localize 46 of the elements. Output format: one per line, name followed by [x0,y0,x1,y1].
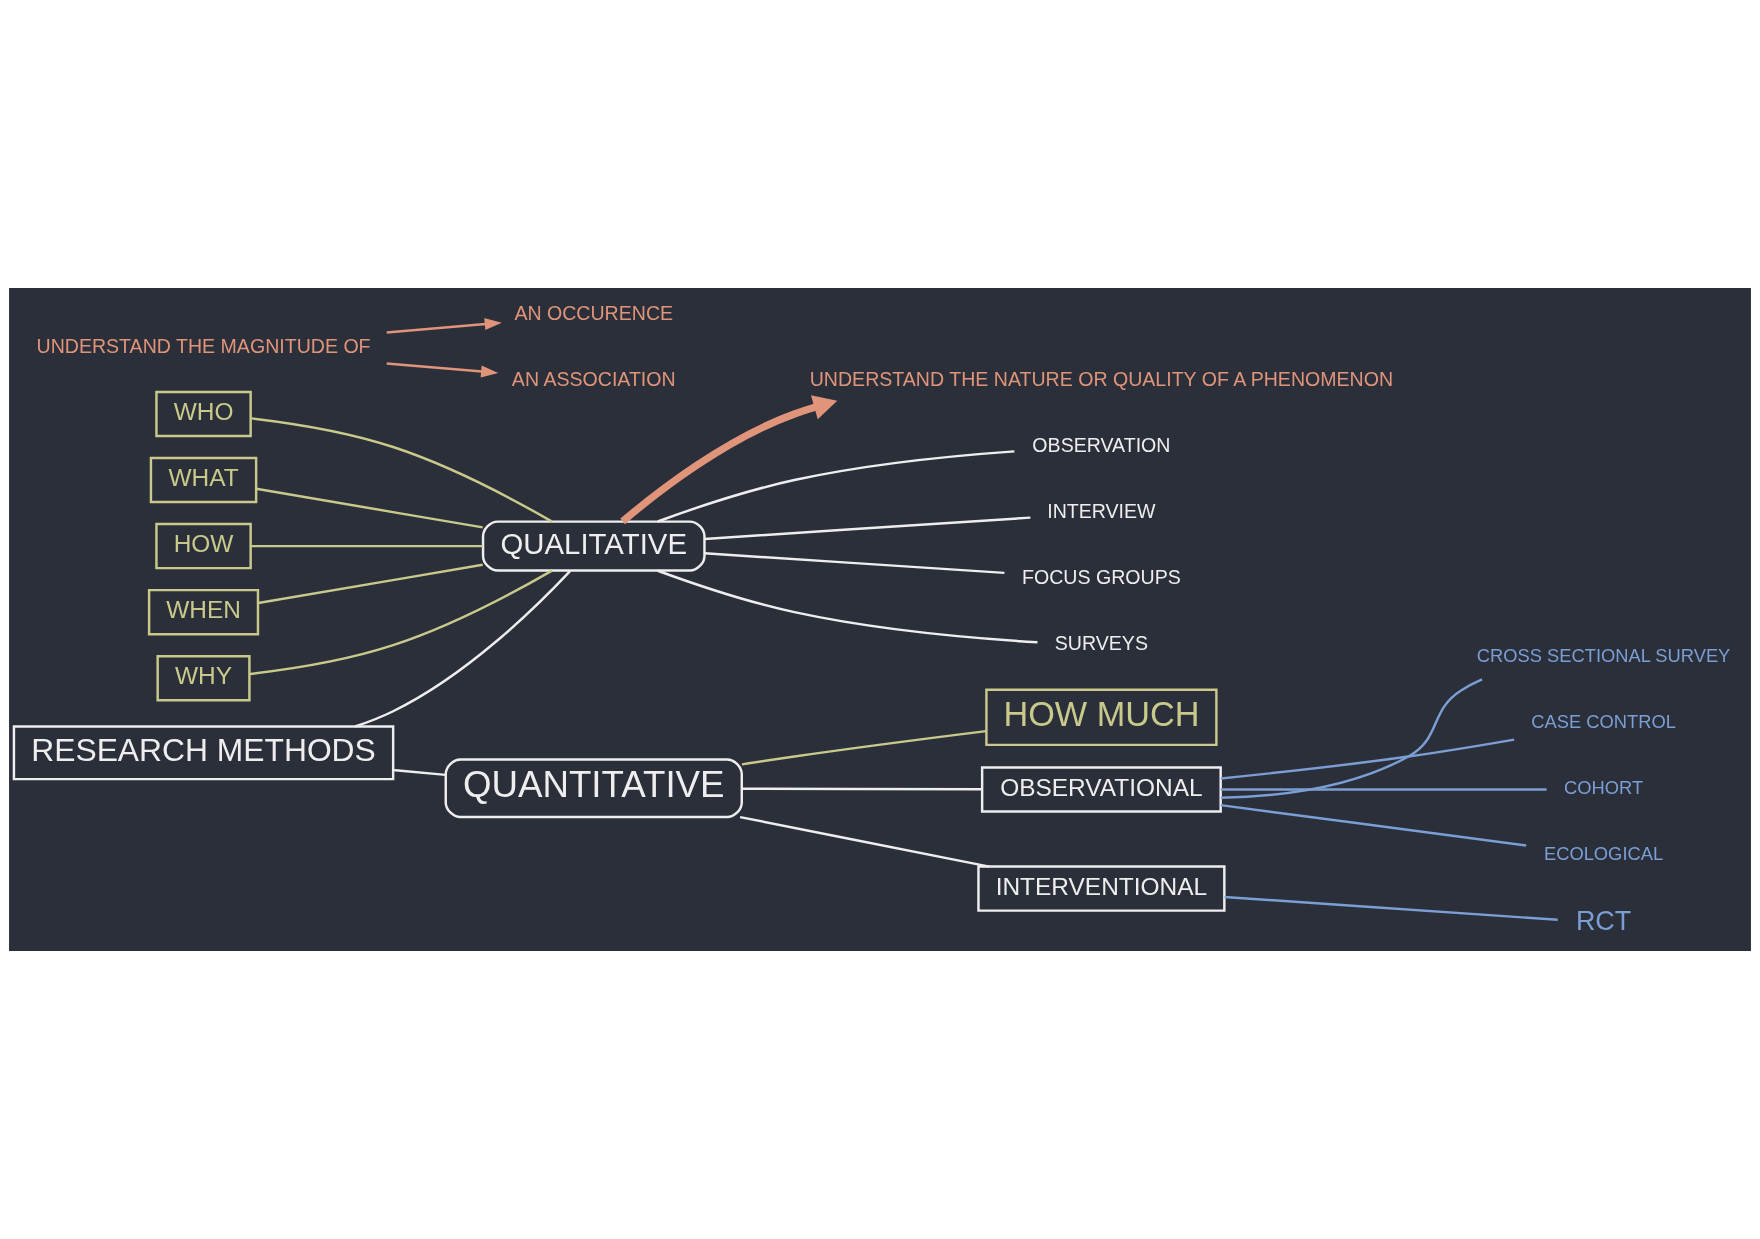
node-text: ECOLOGICAL [1543,842,1664,864]
node-text: UNDERSTAND THE NATURE OR QUALITY OF A PHENOMENON [809,367,1394,390]
node-text: AN ASSOCIATION [511,367,676,390]
connector [704,552,1005,575]
connector [657,569,1038,644]
node-box: RESEARCH METHODS [12,725,395,781]
node-box: HOW MUCH [985,688,1218,747]
node-text: SURVEYS [1054,631,1148,654]
node-text: OBSERVATION [1032,433,1171,456]
node-text: RCT [1575,905,1632,936]
node-text: COHORT [1564,776,1644,798]
connector [1224,895,1558,922]
node-box: INTERVENTIONAL [977,865,1226,912]
node-box: WHY [156,654,251,702]
connector [249,569,553,676]
connector [741,787,982,791]
connector [704,516,1031,541]
node-box: OBSERVATIONAL [980,766,1222,813]
node-box: WHO [155,390,252,438]
connector [741,729,987,766]
connector [1220,803,1527,847]
node-box: HOW [155,522,252,570]
node-text: AN OCCURENCE [514,301,674,324]
node-text: INTERVIEW [1047,499,1156,522]
node-box: WHAT [149,456,258,504]
node-text: FOCUS GROUPS [1022,565,1181,588]
connector [1220,678,1483,799]
node-box: QUALITATIVE [481,520,706,572]
connector [250,417,553,523]
connector [739,815,990,868]
connector [393,768,446,777]
node-box: WHEN [147,588,260,636]
connector [258,563,483,605]
node-box: QUANTITATIVE [444,758,743,819]
node-text: CROSS SECTIONAL SURVEY [1476,644,1731,666]
arrow [386,318,502,334]
connector [1220,788,1547,791]
connector [657,450,1015,523]
arrow [386,362,499,378]
arrow [620,395,838,525]
connector [250,544,483,548]
connector [354,570,571,728]
node-text: CASE CONTROL [1531,710,1676,732]
connector [256,487,483,529]
connector [1220,738,1515,780]
node-text: UNDERSTAND THE MAGNITUDE OF [36,334,371,357]
